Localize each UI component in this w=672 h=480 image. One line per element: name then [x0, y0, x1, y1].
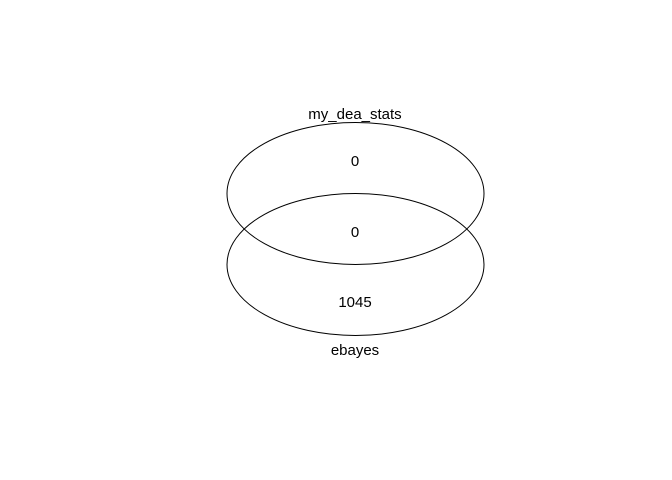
- set-outline-ebayes: [226, 193, 485, 336]
- count-intersection: 0: [351, 224, 359, 241]
- count-my-dea-stats-only: 0: [351, 153, 359, 170]
- set-label-my-dea-stats: my_dea_stats: [308, 106, 401, 123]
- count-ebayes-only: 1045: [338, 294, 371, 311]
- set-label-ebayes: ebayes: [331, 342, 379, 359]
- set-outline-my-dea-stats: [226, 122, 485, 265]
